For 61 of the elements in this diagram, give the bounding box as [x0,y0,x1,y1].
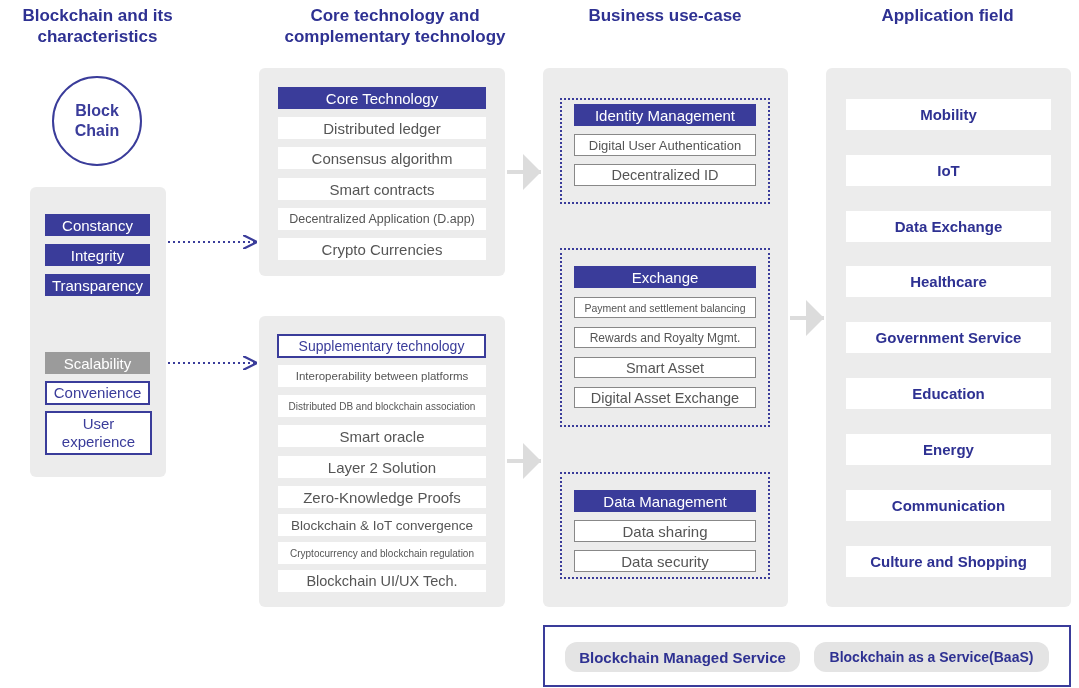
application-item: Government Service [846,322,1051,353]
use-case-item: Decentralized ID [574,164,756,186]
category-label: Data Management [574,490,756,512]
panel-background [543,68,788,607]
use-case-item: Rewards and Royalty Mgmt. [574,327,756,348]
service-pill: Blockchain as a Service(BaaS) [814,642,1049,672]
use-case-item: Payment and settlement balancing [574,297,756,318]
circle-node: Block Chain [52,76,142,166]
column-heading: Core technology and complementary technology [283,5,507,47]
technology-item: Interoperability between platforms [278,365,486,387]
category-label: Convenience [45,381,150,405]
column-heading: Business use-case [587,5,743,26]
service-pill: Blockchain Managed Service [565,642,800,672]
technology-item: Smart oracle [278,425,486,447]
application-item: Culture and Shopping [846,546,1051,577]
panel-background [30,187,166,477]
category-label: Supplementary technology [277,334,486,358]
technology-item: Layer 2 Solution [278,456,486,478]
chevron-arrow [790,300,824,336]
technology-item: Crypto Currencies [278,238,486,260]
dotted-group-frame [560,98,770,204]
category-label: Integrity [45,244,150,266]
application-item: Education [846,378,1051,409]
use-case-item: Data security [574,550,756,572]
technology-item: Smart contracts [278,178,486,200]
category-label: Scalability [45,352,150,374]
technology-item: Zero-Knowledge Proofs [278,486,486,508]
technology-item: Decentralized Application (D.app) [278,208,486,230]
chevron-arrow [507,154,541,190]
category-label: Identity Management [574,104,756,126]
application-item: Mobility [846,99,1051,130]
dotted-arrow [167,354,259,372]
dotted-group-frame [560,248,770,427]
panel-background [259,316,505,607]
panel-background [259,68,505,276]
use-case-item: Digital User Authentication [574,134,756,156]
application-item: Communication [846,490,1051,521]
application-item: Healthcare [846,266,1051,297]
chevron-arrow [507,443,541,479]
technology-item: Blockchain & IoT convergence [278,514,486,536]
technology-item: Cryptocurrency and blockchain regulation [278,542,486,564]
column-heading: Blockchain and its characteristics [21,5,174,47]
category-label: Constancy [45,214,150,236]
dotted-arrow [167,233,259,251]
technology-item: Distributed ledger [278,117,486,139]
column-heading: Application field [880,5,1015,26]
technology-item: Blockchain UI/UX Tech. [278,570,486,592]
category-label: Core Technology [278,87,486,109]
dotted-group-frame [560,472,770,579]
category-label: User experience [45,411,152,455]
technology-item: Distributed DB and blockchain association [278,395,486,417]
category-label: Exchange [574,266,756,288]
use-case-item: Digital Asset Exchange [574,387,756,408]
use-case-item: Smart Asset [574,357,756,378]
application-item: Energy [846,434,1051,465]
use-case-item: Data sharing [574,520,756,542]
application-item: IoT [846,155,1051,186]
service-frame [543,625,1071,687]
technology-item: Consensus algorithm [278,147,486,169]
application-item: Data Exchange [846,211,1051,242]
category-label: Transparency [45,274,150,296]
